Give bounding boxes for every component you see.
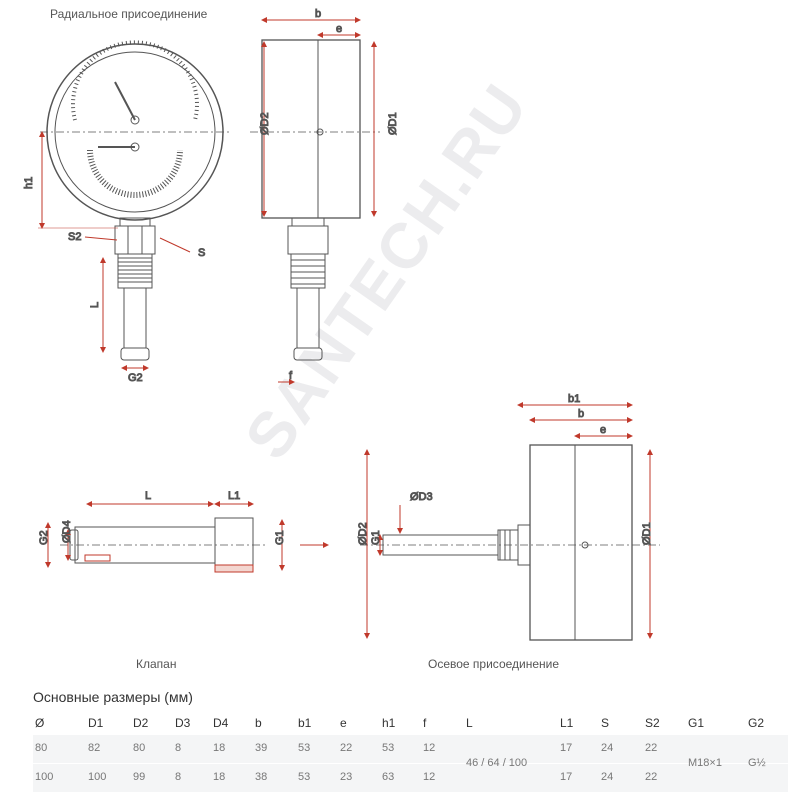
- side-view: [250, 39, 380, 361]
- table-row: [33, 764, 788, 792]
- table-title: Основные размеры (мм): [33, 689, 193, 705]
- dim-valve-g1: G1: [274, 530, 286, 545]
- table-cell: 12: [423, 742, 436, 754]
- axial-view: [360, 444, 660, 641]
- dim-l: L: [89, 302, 101, 308]
- dim-side-d2: ØD2: [259, 112, 271, 135]
- table-cell: 22: [645, 742, 658, 754]
- table-cell: 22: [645, 771, 658, 783]
- table-cell-l: 46 / 64 / 100: [466, 757, 528, 769]
- table-cell: 23: [340, 771, 353, 783]
- table-cell: 99: [133, 771, 146, 783]
- dim-side-e: e: [336, 23, 342, 35]
- dim-s: S: [198, 247, 205, 259]
- table-header: S: [601, 716, 610, 730]
- dim-side-f: f: [289, 370, 293, 382]
- table-cell: 8: [175, 742, 182, 754]
- table-cell: 53: [382, 742, 395, 754]
- table-cell: 39: [255, 742, 268, 754]
- table-header: L: [466, 716, 473, 730]
- table-cell: 80: [133, 742, 146, 754]
- dim-s2: S2: [68, 231, 81, 243]
- table-header: L1: [560, 716, 574, 730]
- table-cell: 8: [175, 771, 182, 783]
- table-header: D1: [88, 716, 104, 730]
- radial-dimensions: [38, 131, 191, 371]
- table-cell-g2: G½: [748, 757, 766, 769]
- side-dimensions: [261, 17, 377, 385]
- table-header: f: [423, 716, 427, 730]
- dim-side-b: b: [315, 8, 321, 20]
- table-cell: 24: [601, 771, 614, 783]
- dim-g2: G2: [128, 372, 143, 384]
- table-cell: 63: [382, 771, 395, 783]
- table-cell: 24: [601, 742, 614, 754]
- table-cell: 100: [88, 771, 107, 783]
- table-header: b1: [298, 716, 312, 730]
- dim-h1: h1: [23, 177, 35, 189]
- dim-axial-b: b: [578, 408, 584, 420]
- axial-dimensions: [364, 402, 653, 639]
- caption-radial: Радиальное присоединение: [50, 7, 208, 21]
- table-cell: 100: [35, 771, 54, 783]
- dim-valve-d4: ØD4: [61, 520, 73, 543]
- table-cell: 17: [560, 742, 573, 754]
- dim-axial-b1: b1: [568, 393, 580, 405]
- table-cell: 22: [340, 742, 353, 754]
- radial-gauge-front: [40, 40, 230, 361]
- table-header: G2: [748, 716, 765, 730]
- table-cell: 18: [213, 771, 226, 783]
- caption-axial: Осевое присоединение: [428, 657, 560, 671]
- dim-axial-d1: ØD1: [641, 522, 653, 545]
- table-header: D3: [175, 716, 191, 730]
- table-header: b: [255, 716, 262, 730]
- table-header: Ø: [35, 716, 45, 730]
- valve-drawing: [60, 517, 265, 573]
- table-header: G1: [688, 716, 705, 730]
- table-cell: 17: [560, 771, 573, 783]
- dim-valve-l: L: [145, 490, 151, 502]
- dim-valve-g2: G2: [38, 530, 50, 545]
- dim-axial-d2: ØD2: [357, 522, 369, 545]
- table-row: [33, 735, 788, 763]
- table-cell: 82: [88, 742, 101, 754]
- dim-axial-d3: ØD3: [410, 491, 433, 503]
- dim-valve-l1: L1: [228, 490, 240, 502]
- caption-valve: Клапан: [136, 657, 177, 671]
- table-cell: 18: [213, 742, 226, 754]
- table-header: D2: [133, 716, 149, 730]
- technical-drawing: h1 S2 S L G2 b e ØD2 ØD1 f: [23, 8, 660, 641]
- valve-dimensions: [45, 501, 329, 571]
- table-cell: 53: [298, 771, 311, 783]
- dim-side-d1: ØD1: [387, 112, 399, 135]
- table-cell: 53: [298, 742, 311, 754]
- table-header: h1: [382, 716, 396, 730]
- table-header: S2: [645, 716, 660, 730]
- table-header: D4: [213, 716, 229, 730]
- dim-axial-g1: G1: [370, 530, 382, 545]
- table-cell-g1: M18×1: [688, 757, 722, 769]
- table-header: e: [340, 716, 347, 730]
- table-cell: 38: [255, 771, 268, 783]
- table-cell: 12: [423, 771, 436, 783]
- dim-axial-e: e: [600, 424, 606, 436]
- table-cell: 80: [35, 742, 48, 754]
